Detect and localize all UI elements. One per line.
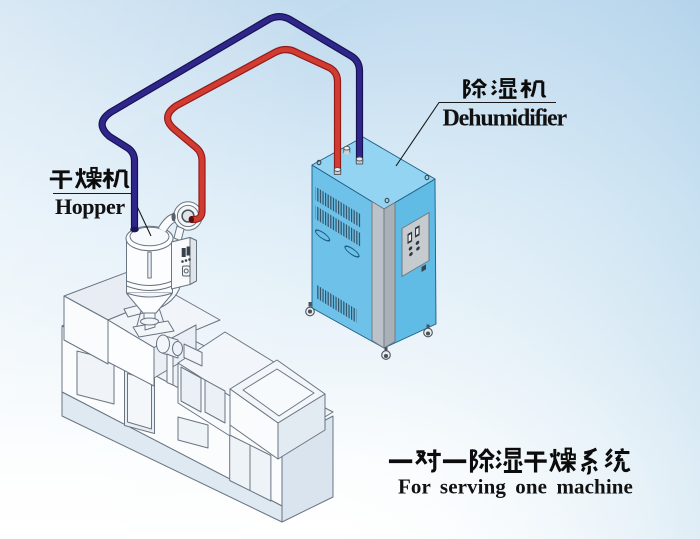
svg-text:Dehumidifier: Dehumidifier [443,106,568,132]
svg-text:For serving one machine: For serving one machine [398,475,633,499]
svg-text:Hopper: Hopper [55,194,125,219]
